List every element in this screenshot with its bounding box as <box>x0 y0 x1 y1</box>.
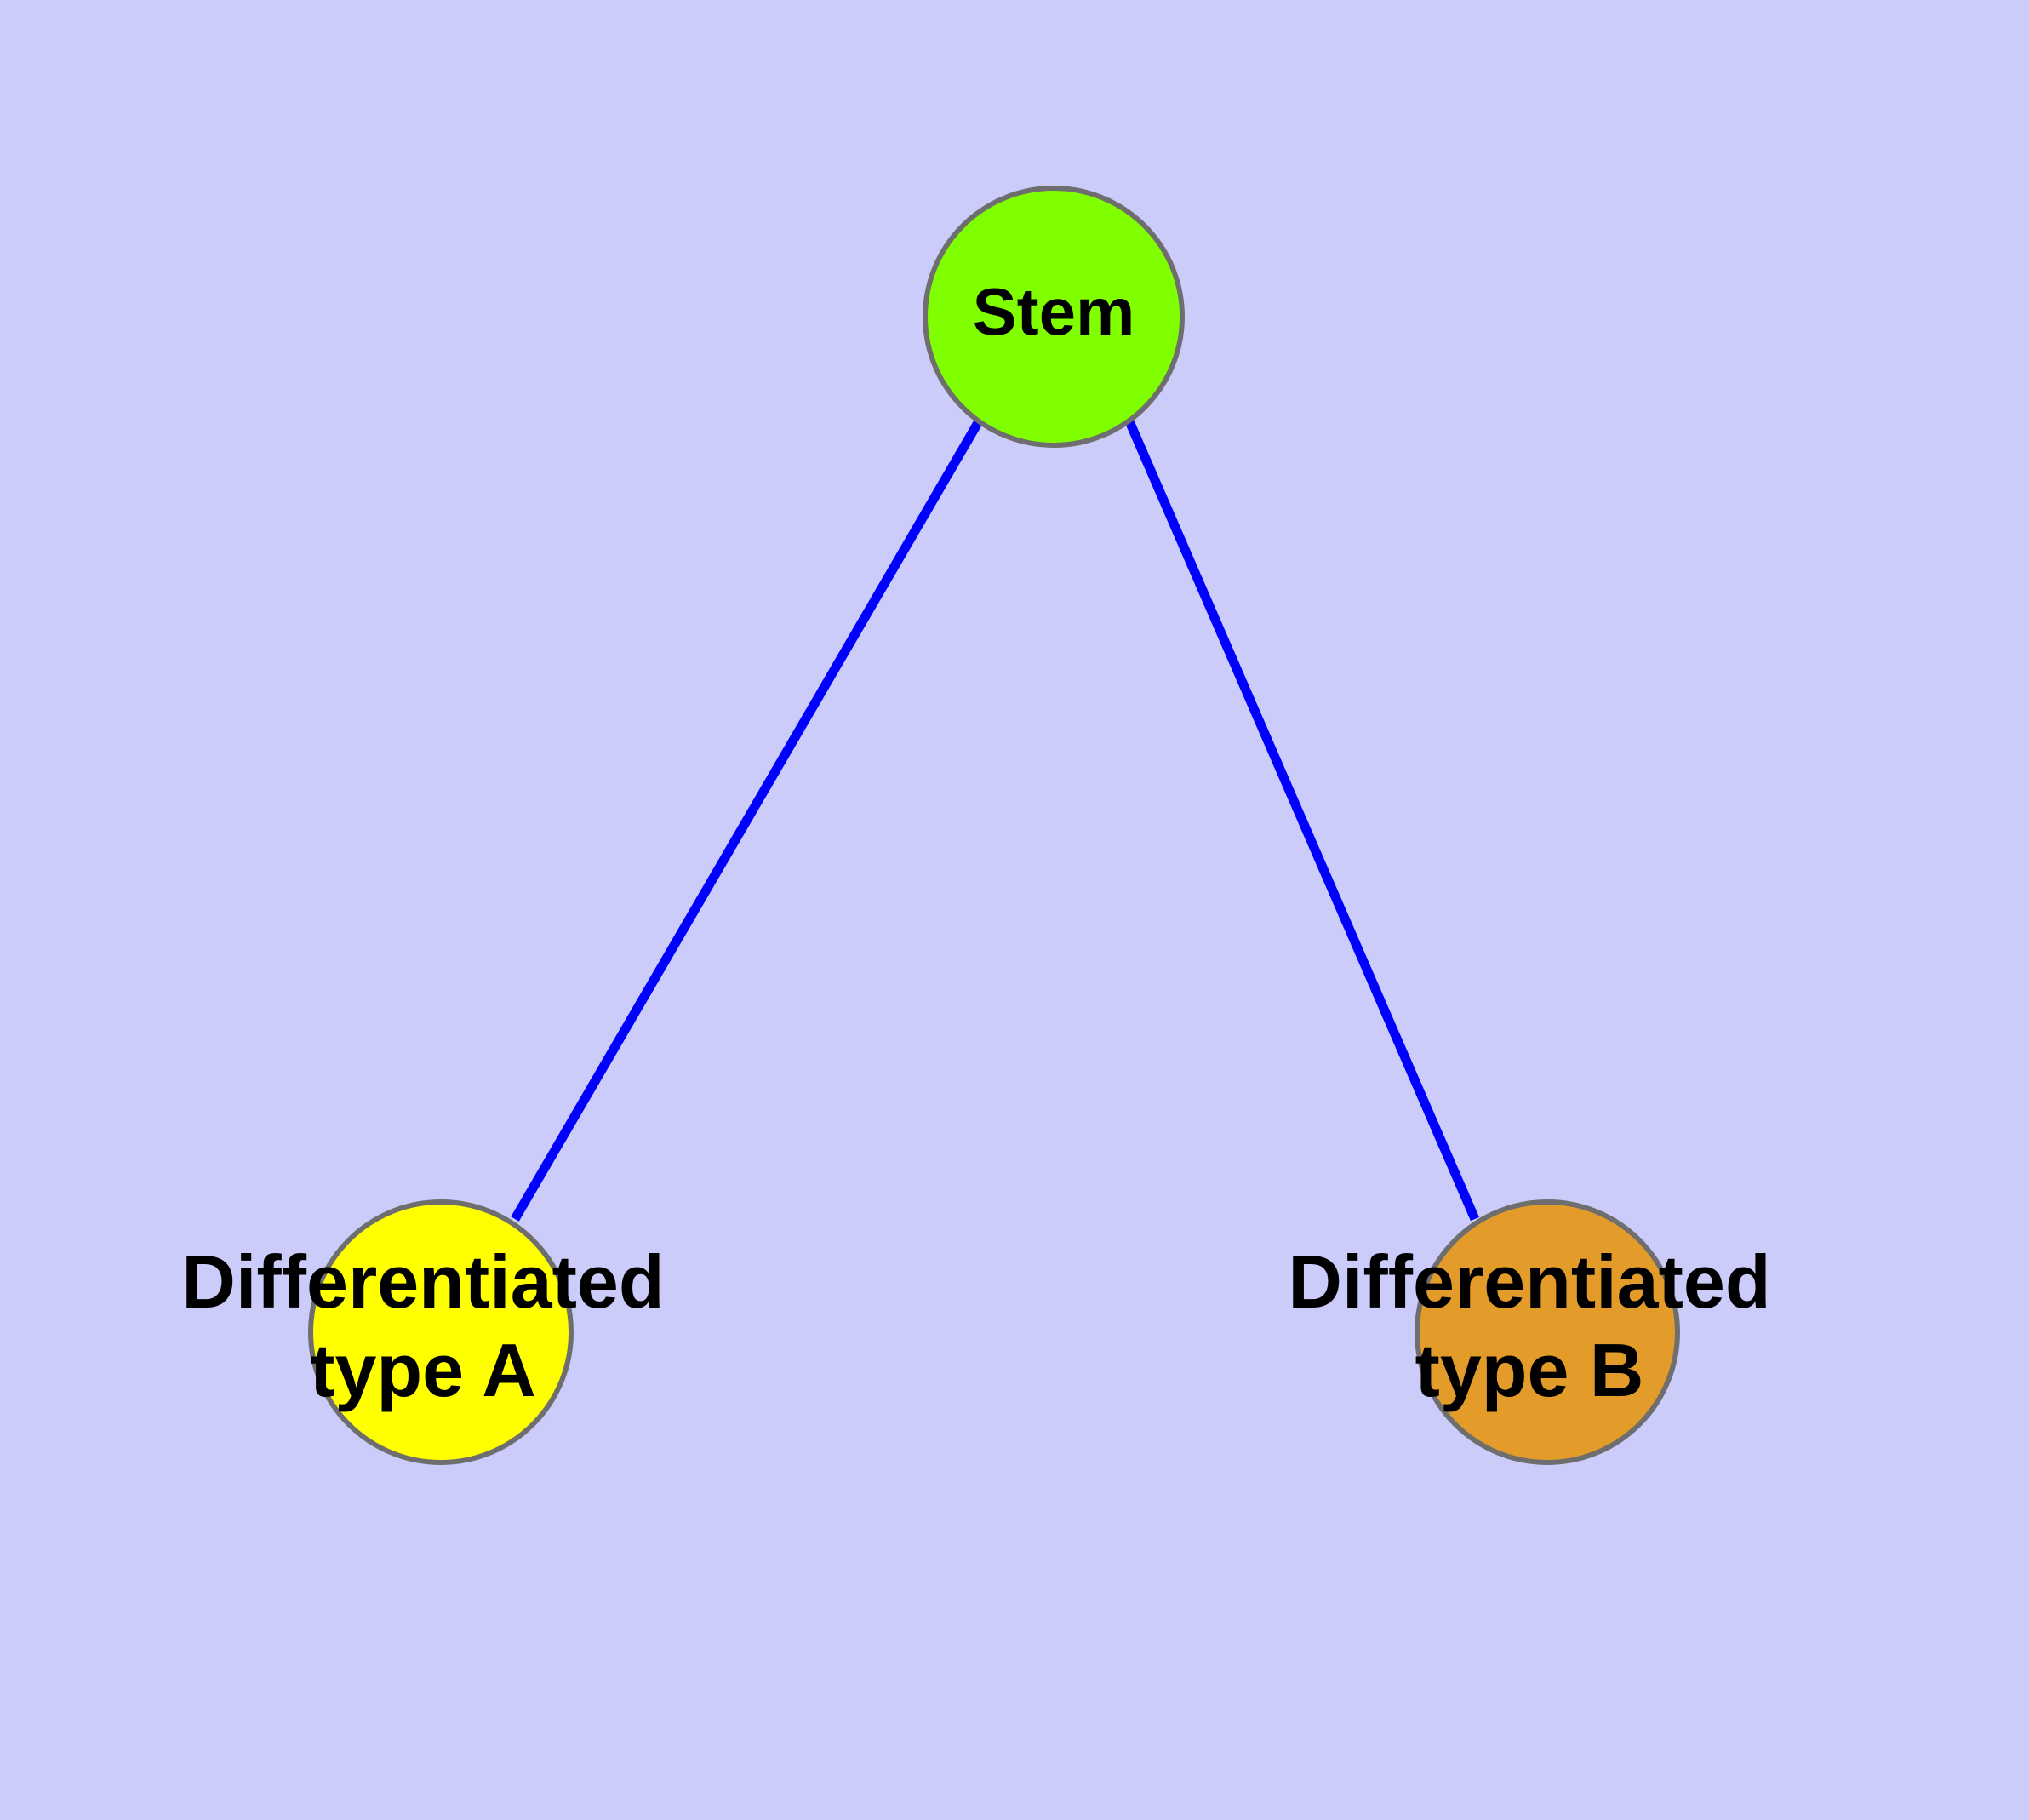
node-label-line: type B <box>1415 1328 1644 1412</box>
node-label-stem: Stem <box>973 274 1135 349</box>
node-diff_b[interactable] <box>1415 1199 1680 1465</box>
node-label-line: Differentiated <box>181 1239 664 1324</box>
node-circle-diff_b[interactable] <box>1415 1199 1680 1465</box>
node-circle-stem[interactable] <box>923 186 1185 448</box>
node-label-line: type A <box>310 1328 536 1412</box>
node-label-line: Differentiated <box>1288 1239 1770 1324</box>
edge-stem-to-diff-a[interactable] <box>511 419 983 1222</box>
edges-group <box>511 419 1480 1222</box>
node-label-line: Stem <box>973 274 1135 349</box>
node-circle-diff_a[interactable] <box>308 1199 574 1465</box>
node-stem[interactable] <box>923 186 1185 448</box>
edge-stem-to-diff-b[interactable] <box>1124 419 1480 1222</box>
node-diff_a[interactable] <box>308 1199 574 1465</box>
